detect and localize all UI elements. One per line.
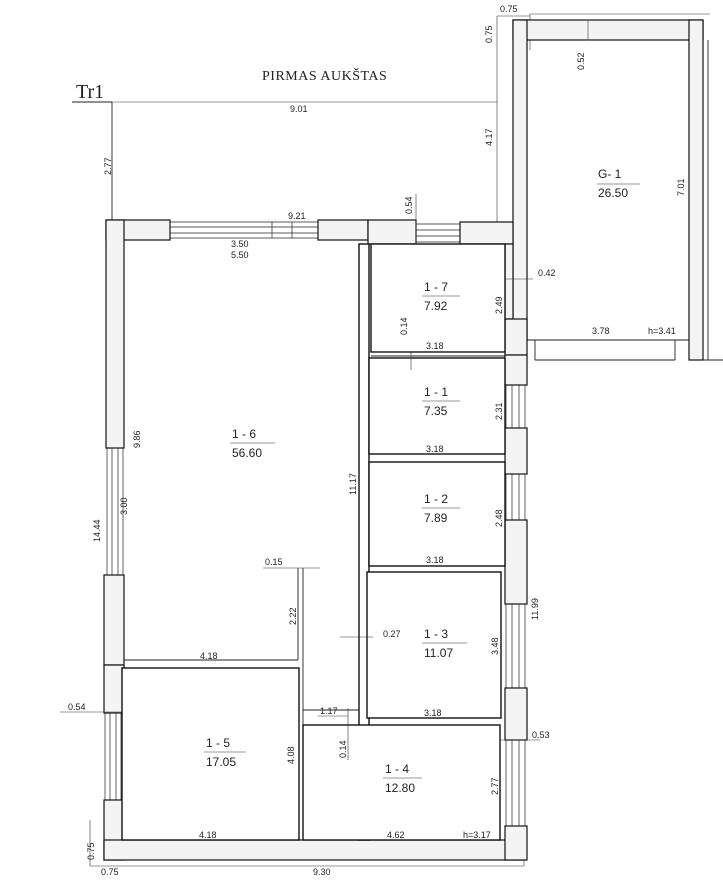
garage-right-wall — [688, 19, 704, 361]
window-right-r4 — [505, 740, 526, 826]
dim-0-75-vert: 0.75 — [484, 25, 494, 43]
room-1-5-outline — [121, 667, 300, 841]
window-right-r3 — [505, 604, 526, 688]
room-1-2-area: 7.89 — [424, 511, 448, 525]
bottom-wall — [103, 839, 525, 861]
dim-0-54-top: 0.54 — [404, 196, 414, 214]
dim-0-75-bottom: 0.75 — [101, 867, 119, 877]
room-1-5-id: 1 - 5 — [206, 736, 230, 750]
dim-4-62: 4.62 — [387, 830, 405, 840]
dim-3-18-r3: 3.18 — [424, 708, 442, 718]
right-wall-r1-bottom — [504, 427, 528, 475]
room-1-3-outline — [366, 571, 502, 719]
dim-0-53: 0.53 — [532, 730, 550, 740]
dim-h-3-41: h=3.41 — [648, 326, 676, 336]
right-wall-junction — [504, 318, 528, 356]
window-left-lower — [104, 713, 122, 800]
room-1-7-id: 1 - 7 — [424, 280, 448, 294]
dim-3-00: 3.00 — [119, 497, 129, 515]
left-wall-middle — [103, 574, 125, 666]
room-1-3-id: 1 - 3 — [424, 627, 448, 641]
dim-3-50: 3.50 — [231, 239, 249, 249]
left-wall-joint — [103, 664, 125, 714]
top-wall-mid — [317, 219, 369, 241]
dim-h-3-17: h=3.17 — [463, 830, 491, 840]
room-1-1-area: 7.35 — [424, 404, 448, 418]
dim-4-18-r6: 4.18 — [200, 651, 218, 661]
room-1-1-outline — [368, 357, 506, 455]
dim-7-01: 7.01 — [676, 178, 686, 196]
dim-3-18-r1: 3.18 — [426, 444, 444, 454]
room-1-4-outline — [302, 724, 501, 841]
dim-2-77-left: 2.77 — [103, 157, 113, 175]
dim-0-54-left: 0.54 — [68, 702, 86, 712]
window-right-r1 — [505, 385, 526, 428]
room-1-5-area: 17.05 — [206, 755, 236, 769]
room-1-2-outline — [368, 461, 506, 567]
room-1-2-id: 1 - 2 — [424, 492, 448, 506]
dim-9-86: 9.86 — [132, 430, 142, 448]
dim-2-49: 2.49 — [494, 296, 504, 314]
dim-5-50: 5.50 — [231, 250, 249, 260]
plan-title: PIRMAS AUKŠTAS — [262, 67, 387, 84]
top-wall-far-right — [459, 221, 514, 245]
right-wall-bottom — [504, 825, 528, 861]
section-mark: Tr1 — [76, 81, 104, 103]
garage-left-wall — [512, 19, 528, 341]
dim-3-18-r2: 3.18 — [426, 555, 444, 565]
dim-0-52: 0.52 — [576, 52, 586, 70]
left-wall-upper — [105, 219, 125, 449]
dim-2-77-right: 2.77 — [490, 777, 500, 795]
right-wall-r7 — [504, 243, 514, 320]
dim-9-30: 9.30 — [313, 867, 331, 877]
dim-11-99: 11.99 — [530, 598, 540, 620]
dim-4-17: 4.17 — [484, 128, 494, 146]
garage-top-wall — [512, 19, 704, 41]
dim-4-18-r5: 4.18 — [199, 830, 217, 840]
right-wall-r1-top — [504, 354, 528, 386]
dim-0-75-left: 0.75 — [86, 842, 96, 860]
room-1-7-outline — [370, 243, 506, 353]
room-1-4-id: 1 - 4 — [385, 762, 409, 776]
dim-2-31: 2.31 — [494, 402, 504, 420]
room-g1-area: 26.50 — [598, 186, 628, 200]
room-1-1-id: 1 - 1 — [424, 385, 448, 399]
room-1-6-id: 1 - 6 — [232, 427, 256, 441]
room-g1-id: G- 1 — [598, 167, 622, 181]
dim-0-42: 0.42 — [538, 268, 556, 278]
dim-2-22: 2.22 — [288, 607, 298, 625]
dim-0-14-bottom: 0.14 — [338, 740, 348, 758]
window-right-r2 — [505, 474, 526, 520]
dim-9-01: 9.01 — [290, 104, 308, 114]
window-top-small — [416, 223, 460, 243]
dim-3-48: 3.48 — [490, 637, 500, 655]
dim-0-15: 0.15 — [265, 557, 283, 567]
room-1-7-area: 7.92 — [424, 299, 448, 313]
window-top-main — [170, 221, 318, 239]
dim-0-14-top: 0.14 — [399, 317, 409, 335]
dim-0-75-top: 0.75 — [500, 4, 518, 14]
window-left-upper — [106, 448, 124, 575]
dim-3-18-r7: 3.18 — [426, 341, 444, 351]
dim-14-44: 14.44 — [92, 519, 102, 542]
right-wall-r3-r4 — [504, 687, 528, 741]
room-1-3-area: 11.07 — [424, 646, 453, 660]
dim-0-27: 0.27 — [383, 629, 401, 639]
dim-9-21: 9.21 — [288, 211, 306, 221]
top-wall-right — [367, 219, 417, 245]
dim-11-17: 11.17 — [348, 473, 358, 495]
dim-1-17: 1.17 — [320, 706, 338, 716]
room-1-6-area: 56.60 — [232, 446, 262, 460]
dim-4-08: 4.08 — [286, 746, 296, 764]
room-1-4-area: 12.80 — [385, 781, 415, 795]
dim-2-48: 2.48 — [494, 509, 504, 527]
right-wall-r2-r3 — [504, 519, 528, 605]
dim-3-78: 3.78 — [592, 326, 610, 336]
